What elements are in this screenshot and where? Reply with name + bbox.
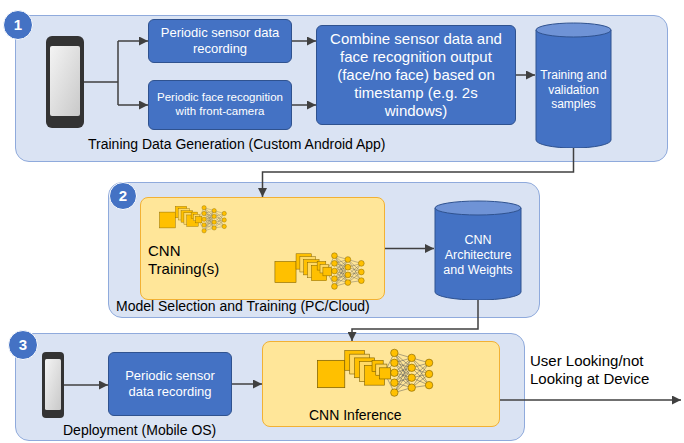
neural-net-icon xyxy=(149,202,239,238)
process-box: Periodic face recognition with front-cam… xyxy=(148,80,292,130)
phone-icon xyxy=(42,352,64,418)
flow-arrow xyxy=(516,74,535,76)
output-arrow xyxy=(500,399,681,401)
neural-net-icon xyxy=(277,343,477,405)
step-number-text: 2 xyxy=(119,187,127,205)
stage-caption: Model Selection and Training (PC/Cloud) xyxy=(116,298,370,315)
step-number-text: 3 xyxy=(19,336,27,354)
model-box: CNN Inference xyxy=(262,341,500,427)
stage-panel: Model Selection and Training (PC/Cloud) 2… xyxy=(108,182,540,318)
arrow-line xyxy=(118,104,148,106)
phone-icon xyxy=(46,36,84,128)
flow-arrow xyxy=(352,300,478,341)
arrow-line xyxy=(118,40,148,42)
flow-arrow xyxy=(263,148,574,197)
arrow-line xyxy=(64,384,108,386)
phone-body xyxy=(42,352,64,418)
step-number: 3 xyxy=(8,330,38,360)
step-number: 2 xyxy=(109,182,137,210)
box-text: CNN Inference xyxy=(309,407,402,424)
step-number-text: 1 xyxy=(14,16,22,34)
phone-body xyxy=(46,36,84,128)
box-text: Combine sensor data and face recognition… xyxy=(323,30,509,120)
output-label-wrap: User Looking/not Looking at Device xyxy=(530,352,675,388)
flow-arrow xyxy=(232,383,262,385)
box-text: Periodic sensor data recording xyxy=(155,25,285,56)
data-store: Training and validation samples xyxy=(535,22,612,148)
process-box: Periodic sensor data recording xyxy=(108,352,232,416)
output-label: User Looking/not Looking at Device xyxy=(530,352,675,388)
flow-arrow xyxy=(292,40,316,42)
box-text: CNN Architecture and Weights xyxy=(437,233,519,278)
box-text: CNN Training(s) xyxy=(148,242,243,278)
stage-panel: Training Data Generation (Custom Android… xyxy=(15,15,668,162)
stage-panel: Deployment (Mobile OS) 3Periodic sensor d… xyxy=(15,333,525,441)
model-box: CNN Training(s) xyxy=(140,197,385,300)
flow-arrow xyxy=(385,248,434,250)
branch-line xyxy=(84,41,118,105)
stage-caption: Deployment (Mobile OS) xyxy=(63,422,216,439)
box-text: Periodic sensor data recording xyxy=(115,368,225,399)
step-number: 1 xyxy=(3,10,33,40)
phone-screen xyxy=(45,359,61,410)
box-text: Training and validation samples xyxy=(538,68,609,111)
stage-caption: Training Data Generation (Custom Android… xyxy=(88,136,386,153)
box-text: Periodic face recognition with front-cam… xyxy=(155,91,285,119)
data-store: CNN Architecture and Weights xyxy=(434,200,522,300)
neural-net-icon xyxy=(265,248,377,296)
phone-screen xyxy=(50,46,80,116)
process-box: Combine sensor data and face recognition… xyxy=(316,25,516,125)
flow-arrow xyxy=(292,104,316,106)
process-box: Periodic sensor data recording xyxy=(148,19,292,63)
